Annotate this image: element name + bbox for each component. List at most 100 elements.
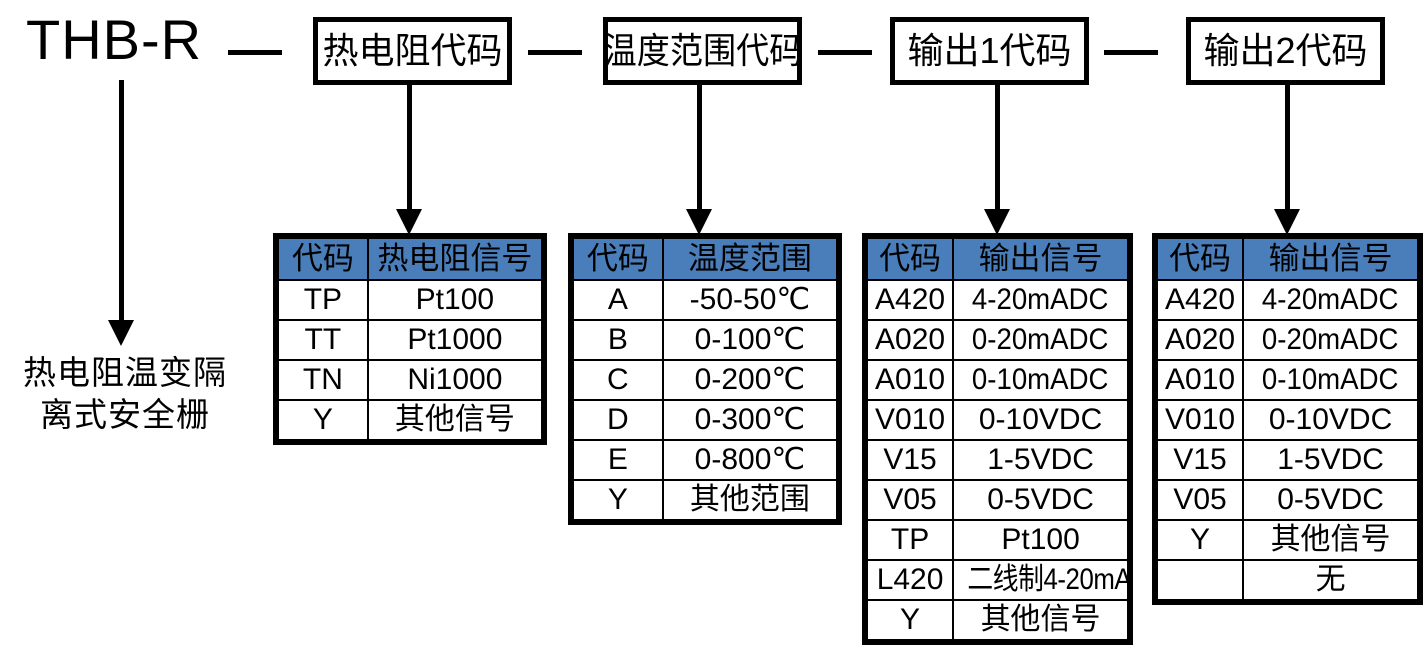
- table-cell-value: Ni1000: [366, 359, 544, 401]
- table-cell-value: 0-10VDC: [952, 399, 1129, 441]
- connector-arrowhead-root: [108, 320, 134, 346]
- connector-line-output1: [995, 85, 1000, 211]
- table-cell-code: V010: [865, 399, 955, 441]
- cell-text: TN: [302, 363, 343, 396]
- table-cell-value: 4-20mADC: [952, 279, 1129, 321]
- table-cell-value: 0-10VDC: [1242, 399, 1419, 441]
- cell-text: 其他范围: [689, 483, 810, 516]
- cell-text: 1-5VDC: [1277, 443, 1384, 476]
- code-box-temperature-range: 温度范围代码: [603, 17, 802, 85]
- code-box-output1-label: 输出1代码: [907, 30, 1072, 71]
- table-header-cell-value: 温度范围: [661, 237, 839, 281]
- table-cell-code: TT: [277, 319, 369, 361]
- table-cell-code: B: [572, 319, 664, 361]
- table-cell-code: V15: [865, 439, 955, 481]
- code-box-output2-label: 输出2代码: [1203, 30, 1368, 71]
- cell-text: 无: [1315, 563, 1346, 596]
- cell-text: 0-200℃: [694, 363, 806, 396]
- table-cell-value: -50-50℃: [661, 279, 839, 321]
- cell-text: 其他信号: [980, 603, 1101, 636]
- table-header-cell-value: 输出信号: [1242, 237, 1419, 281]
- cell-text: 0-20mADC: [1262, 323, 1399, 356]
- cell-text: 二线制4-20mA: [967, 563, 1132, 596]
- connector-arrowhead-temperature-range: [686, 209, 712, 235]
- table-header-cell-code: 代码: [572, 237, 664, 281]
- product-description-line-1: 热电阻温变隔: [23, 354, 227, 391]
- cell-text: 0-300℃: [694, 403, 806, 436]
- table-cell-code: E: [572, 439, 664, 481]
- table-cell-code: V15: [1155, 439, 1245, 481]
- table-cell-code: V05: [1155, 479, 1245, 521]
- table-cell-code: A010: [1155, 359, 1245, 401]
- connector-line-temperature-range: [697, 85, 702, 211]
- table-row: B 0-100℃: [572, 319, 839, 361]
- table-row: C 0-200℃: [572, 359, 839, 401]
- cell-text: 0-100℃: [694, 323, 806, 356]
- table-cell-value: 0-5VDC: [1242, 479, 1419, 521]
- table-cell-value: 0-5VDC: [952, 479, 1129, 521]
- cell-text: 0-10VDC: [1268, 403, 1393, 436]
- cell-text: Y: [607, 483, 628, 516]
- separator-dash-1: [228, 50, 282, 55]
- table-cell-value: Pt100: [952, 519, 1129, 561]
- cell-text: A010: [875, 363, 946, 396]
- cell-text: 0-5VDC: [987, 483, 1094, 516]
- cell-text: 0-20mADC: [972, 323, 1109, 356]
- connector-arrowhead-output2: [1274, 209, 1300, 235]
- table-header-row: 代码输出信号: [865, 237, 1129, 281]
- table-row: TT Pt1000: [277, 319, 544, 361]
- cell-text: A420: [1165, 283, 1236, 316]
- table-cell-code: V05: [865, 479, 955, 521]
- cell-text: 其他信号: [1270, 523, 1391, 556]
- table-cell-value: 0-20mADC: [952, 319, 1129, 361]
- table-cell-code: D: [572, 399, 664, 441]
- cell-text: 0-800℃: [694, 443, 806, 476]
- connector-arrowhead-output1: [984, 209, 1010, 235]
- table-row: V05 0-5VDC: [1155, 479, 1419, 521]
- table-cell-code: A: [572, 279, 664, 321]
- table-cell-value: 1-5VDC: [1242, 439, 1419, 481]
- table-cell-value: 0-10mADC: [952, 359, 1129, 401]
- table-cell-code: TP: [865, 519, 955, 561]
- table-row: A020 0-20mADC: [1155, 319, 1419, 361]
- table-header-row: 代码热电阻信号: [277, 237, 544, 281]
- table-row: V15 1-5VDC: [1155, 439, 1419, 481]
- cell-text: Pt1000: [407, 323, 503, 356]
- cell-text: TP: [303, 283, 343, 316]
- table-row: A020 0-20mADC: [865, 319, 1129, 361]
- cell-text: V010: [875, 403, 946, 436]
- cell-text: V05: [883, 483, 937, 516]
- code-box-output1: 输出1代码: [890, 17, 1089, 85]
- table-cell-code: A020: [1155, 319, 1245, 361]
- table-header-cell-code: 代码: [1155, 237, 1245, 281]
- code-box-temperature-range-label: 温度范围代码: [603, 30, 802, 71]
- table-cell-value: 其他信号: [952, 599, 1129, 641]
- table-cell-code: A010: [865, 359, 955, 401]
- separator-dash-4: [1104, 50, 1158, 55]
- cell-text: V15: [1173, 443, 1227, 476]
- table-cell-value: 其他信号: [366, 399, 544, 441]
- cell-text: V010: [1165, 403, 1236, 436]
- cell-text: Ni1000: [407, 363, 503, 396]
- cell-text: A020: [875, 323, 946, 356]
- table-row: V05 0-5VDC: [865, 479, 1129, 521]
- table-row: V010 0-10VDC: [865, 399, 1129, 441]
- cell-text: 0-5VDC: [1277, 483, 1384, 516]
- table-cell-code: C: [572, 359, 664, 401]
- code-box-output2: 输出2代码: [1186, 17, 1385, 85]
- table-cell-value: 1-5VDC: [952, 439, 1129, 481]
- cell-text: E: [607, 443, 628, 476]
- table-cell-value: 其他信号: [1242, 519, 1419, 561]
- table-cell-value: 4-20mADC: [1242, 279, 1419, 321]
- cell-text: 0-10VDC: [978, 403, 1103, 436]
